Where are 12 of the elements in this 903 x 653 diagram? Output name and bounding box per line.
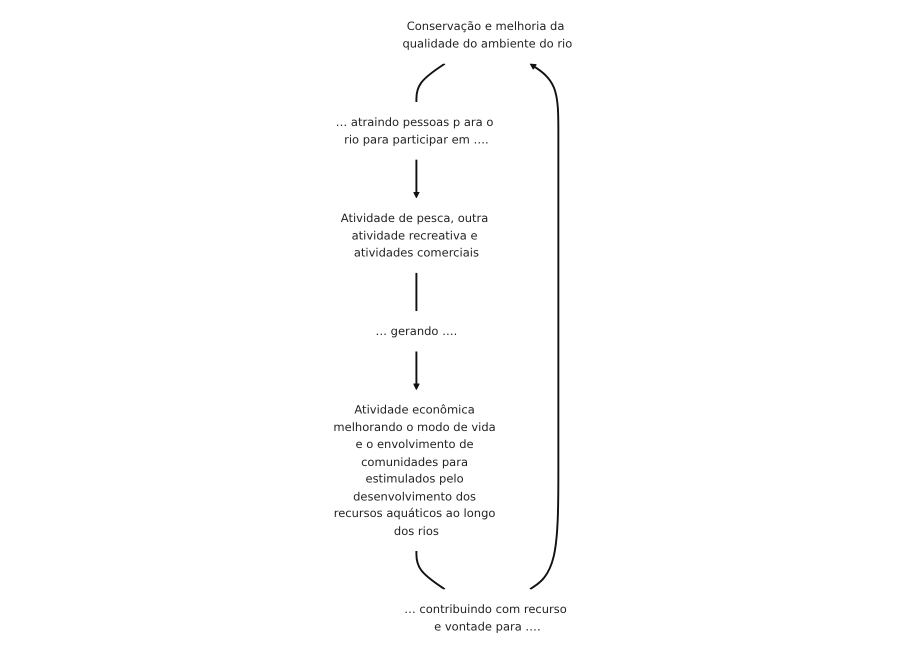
- arrow: [412, 160, 420, 198]
- connector: [415, 550, 445, 590]
- node-text: … atraindo pessoas p ara o rio para participar em ….: [335, 115, 494, 146]
- node-text: Atividade econômica melhorando o modo de vida e o envolvimento de comunidades para estimulados pelo desenvolvimento dos recursos aquáticos ao longo dos rios: [333, 402, 496, 538]
- connector: [415, 272, 417, 312]
- node-text: Atividade de pesca, outra atividade recreativa e atividades comerciais: [340, 211, 488, 260]
- node-text: … contribuindo com recurso e vontade para ….: [404, 602, 566, 634]
- node-text: … gerando ….: [375, 324, 457, 338]
- arrow: [412, 351, 420, 390]
- arrow: [529, 63, 559, 590]
- node-text: Conservação e melhoria da qualidade do ambiente do rio: [402, 19, 572, 50]
- connector: [415, 62, 445, 102]
